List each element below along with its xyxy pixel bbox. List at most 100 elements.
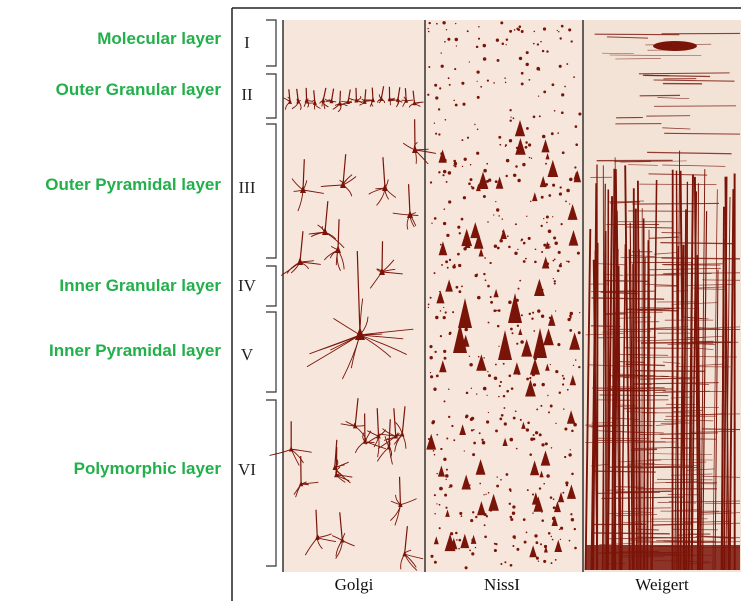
- nissl-granule: [553, 258, 556, 261]
- nissl-granule: [527, 421, 530, 425]
- nissl-soma: [518, 328, 523, 335]
- weigert-radial-fiber: [685, 181, 689, 571]
- weigert-tangential-fiber: [606, 36, 649, 39]
- golgi-neuron: [306, 90, 321, 110]
- nissl-granule: [557, 343, 561, 347]
- layer-label-outer-granular: Outer Granular layer: [55, 80, 221, 99]
- nissl-granule: [516, 547, 520, 551]
- weigert-plexus-fiber: [639, 377, 697, 380]
- weigert-plexus-fiber: [663, 540, 697, 543]
- weigert-radial-fiber: [691, 191, 698, 571]
- nissl-granule: [434, 83, 438, 87]
- nissl-granule: [549, 404, 553, 408]
- weigert-plexus-fiber: [696, 288, 727, 290]
- nissl-granule: [449, 532, 454, 536]
- weigert-radial-fiber: [701, 211, 708, 571]
- weigert-plexus-fiber: [688, 356, 737, 358]
- nissl-granule: [487, 321, 490, 324]
- weigert-radial-fiber: [700, 169, 706, 571]
- nissl-granule: [560, 223, 563, 226]
- nissl-granule: [489, 296, 492, 298]
- nissl-granule: [553, 109, 556, 112]
- nissl-granule: [548, 194, 552, 197]
- weigert-tangential-fiber: [614, 160, 652, 163]
- nissl-granule: [558, 264, 562, 268]
- nissl-soma: [545, 363, 550, 371]
- nissl-granule: [535, 556, 539, 560]
- nissl-granule: [461, 139, 464, 142]
- nissl-soma: [551, 515, 558, 526]
- nissl-granule: [439, 87, 442, 90]
- nissl-granule: [503, 407, 506, 409]
- weigert-plexus-fiber: [691, 340, 714, 343]
- nissl-granule: [545, 215, 549, 219]
- bracket-layer-2: [266, 73, 277, 119]
- weigert-plexus-fiber: [699, 512, 741, 515]
- weigert-tangential-fiber: [644, 74, 670, 77]
- nissl-granule: [529, 200, 532, 203]
- nissl-soma: [545, 241, 550, 249]
- nissl-soma: [459, 424, 466, 435]
- nissl-granule: [554, 241, 558, 245]
- golgi-neuron: [319, 87, 329, 110]
- nissl-soma: [541, 256, 550, 269]
- nissl-granule: [502, 362, 505, 365]
- weigert-plexus-fiber: [698, 363, 723, 366]
- nissl-granule: [476, 151, 480, 155]
- nissl-granule: [496, 208, 500, 212]
- nissl-granule: [560, 526, 564, 530]
- nissl-granule: [569, 311, 574, 316]
- nissl-soma: [525, 379, 536, 397]
- nissl-granule: [532, 311, 535, 314]
- nissl-granule: [568, 453, 572, 457]
- nissl-granule: [494, 180, 498, 184]
- weigert-radial-fiber: [617, 265, 622, 571]
- nissl-granule: [577, 331, 581, 335]
- weigert-plexus-fiber: [689, 431, 735, 433]
- nissl-granule: [431, 222, 433, 224]
- layer-label-inner-pyramidal: Inner Pyramidal layer: [49, 341, 221, 360]
- nissl-granule: [474, 546, 477, 549]
- weigert-plexus-fiber: [672, 290, 689, 292]
- nissl-soma: [500, 228, 507, 239]
- weigert-white-matter-band: [585, 545, 740, 570]
- nissl-soma: [557, 492, 565, 503]
- nissl-granule: [558, 30, 560, 33]
- nissl-granule: [461, 81, 465, 85]
- weigert-plexus-fiber: [628, 463, 655, 465]
- nissl-granule: [508, 300, 512, 305]
- nissl-granule: [472, 428, 475, 431]
- nissl-granule: [499, 417, 503, 421]
- weigert-plexus-fiber: [615, 406, 655, 409]
- nissl-granule: [493, 214, 495, 216]
- nissl-granule: [490, 300, 494, 304]
- nissl-granule: [537, 95, 540, 97]
- weigert-plexus-fiber: [591, 290, 636, 293]
- nissl-granule: [448, 258, 452, 262]
- nissl-granule: [532, 115, 536, 119]
- nissl-granule: [454, 103, 458, 107]
- nissl-granule: [427, 437, 430, 441]
- nissl-granule: [519, 418, 522, 421]
- nissl-granule: [465, 414, 469, 418]
- nissl-granule: [531, 493, 535, 496]
- nissl-soma: [445, 509, 450, 517]
- nissl-granule: [508, 139, 513, 143]
- golgi-neuron: [390, 476, 417, 526]
- nissl-granule: [525, 531, 528, 534]
- nissl-granule: [566, 388, 569, 391]
- weigert-plexus-fiber: [701, 475, 741, 478]
- nissl-granule: [458, 538, 462, 542]
- nissl-granule: [528, 143, 532, 147]
- weigert-plexus-fiber: [685, 283, 735, 286]
- nissl-granule: [579, 311, 581, 314]
- nissl-granule: [520, 314, 523, 317]
- nissl-granule: [488, 178, 492, 182]
- weigert-tangential-fiber: [639, 183, 717, 186]
- nissl-soma: [476, 354, 487, 371]
- nissl-granule: [469, 417, 474, 422]
- nissl-soma: [539, 176, 547, 188]
- nissl-granule: [458, 232, 461, 235]
- weigert-plexus-fiber: [614, 514, 658, 517]
- weigert-plexus-fiber: [656, 478, 713, 481]
